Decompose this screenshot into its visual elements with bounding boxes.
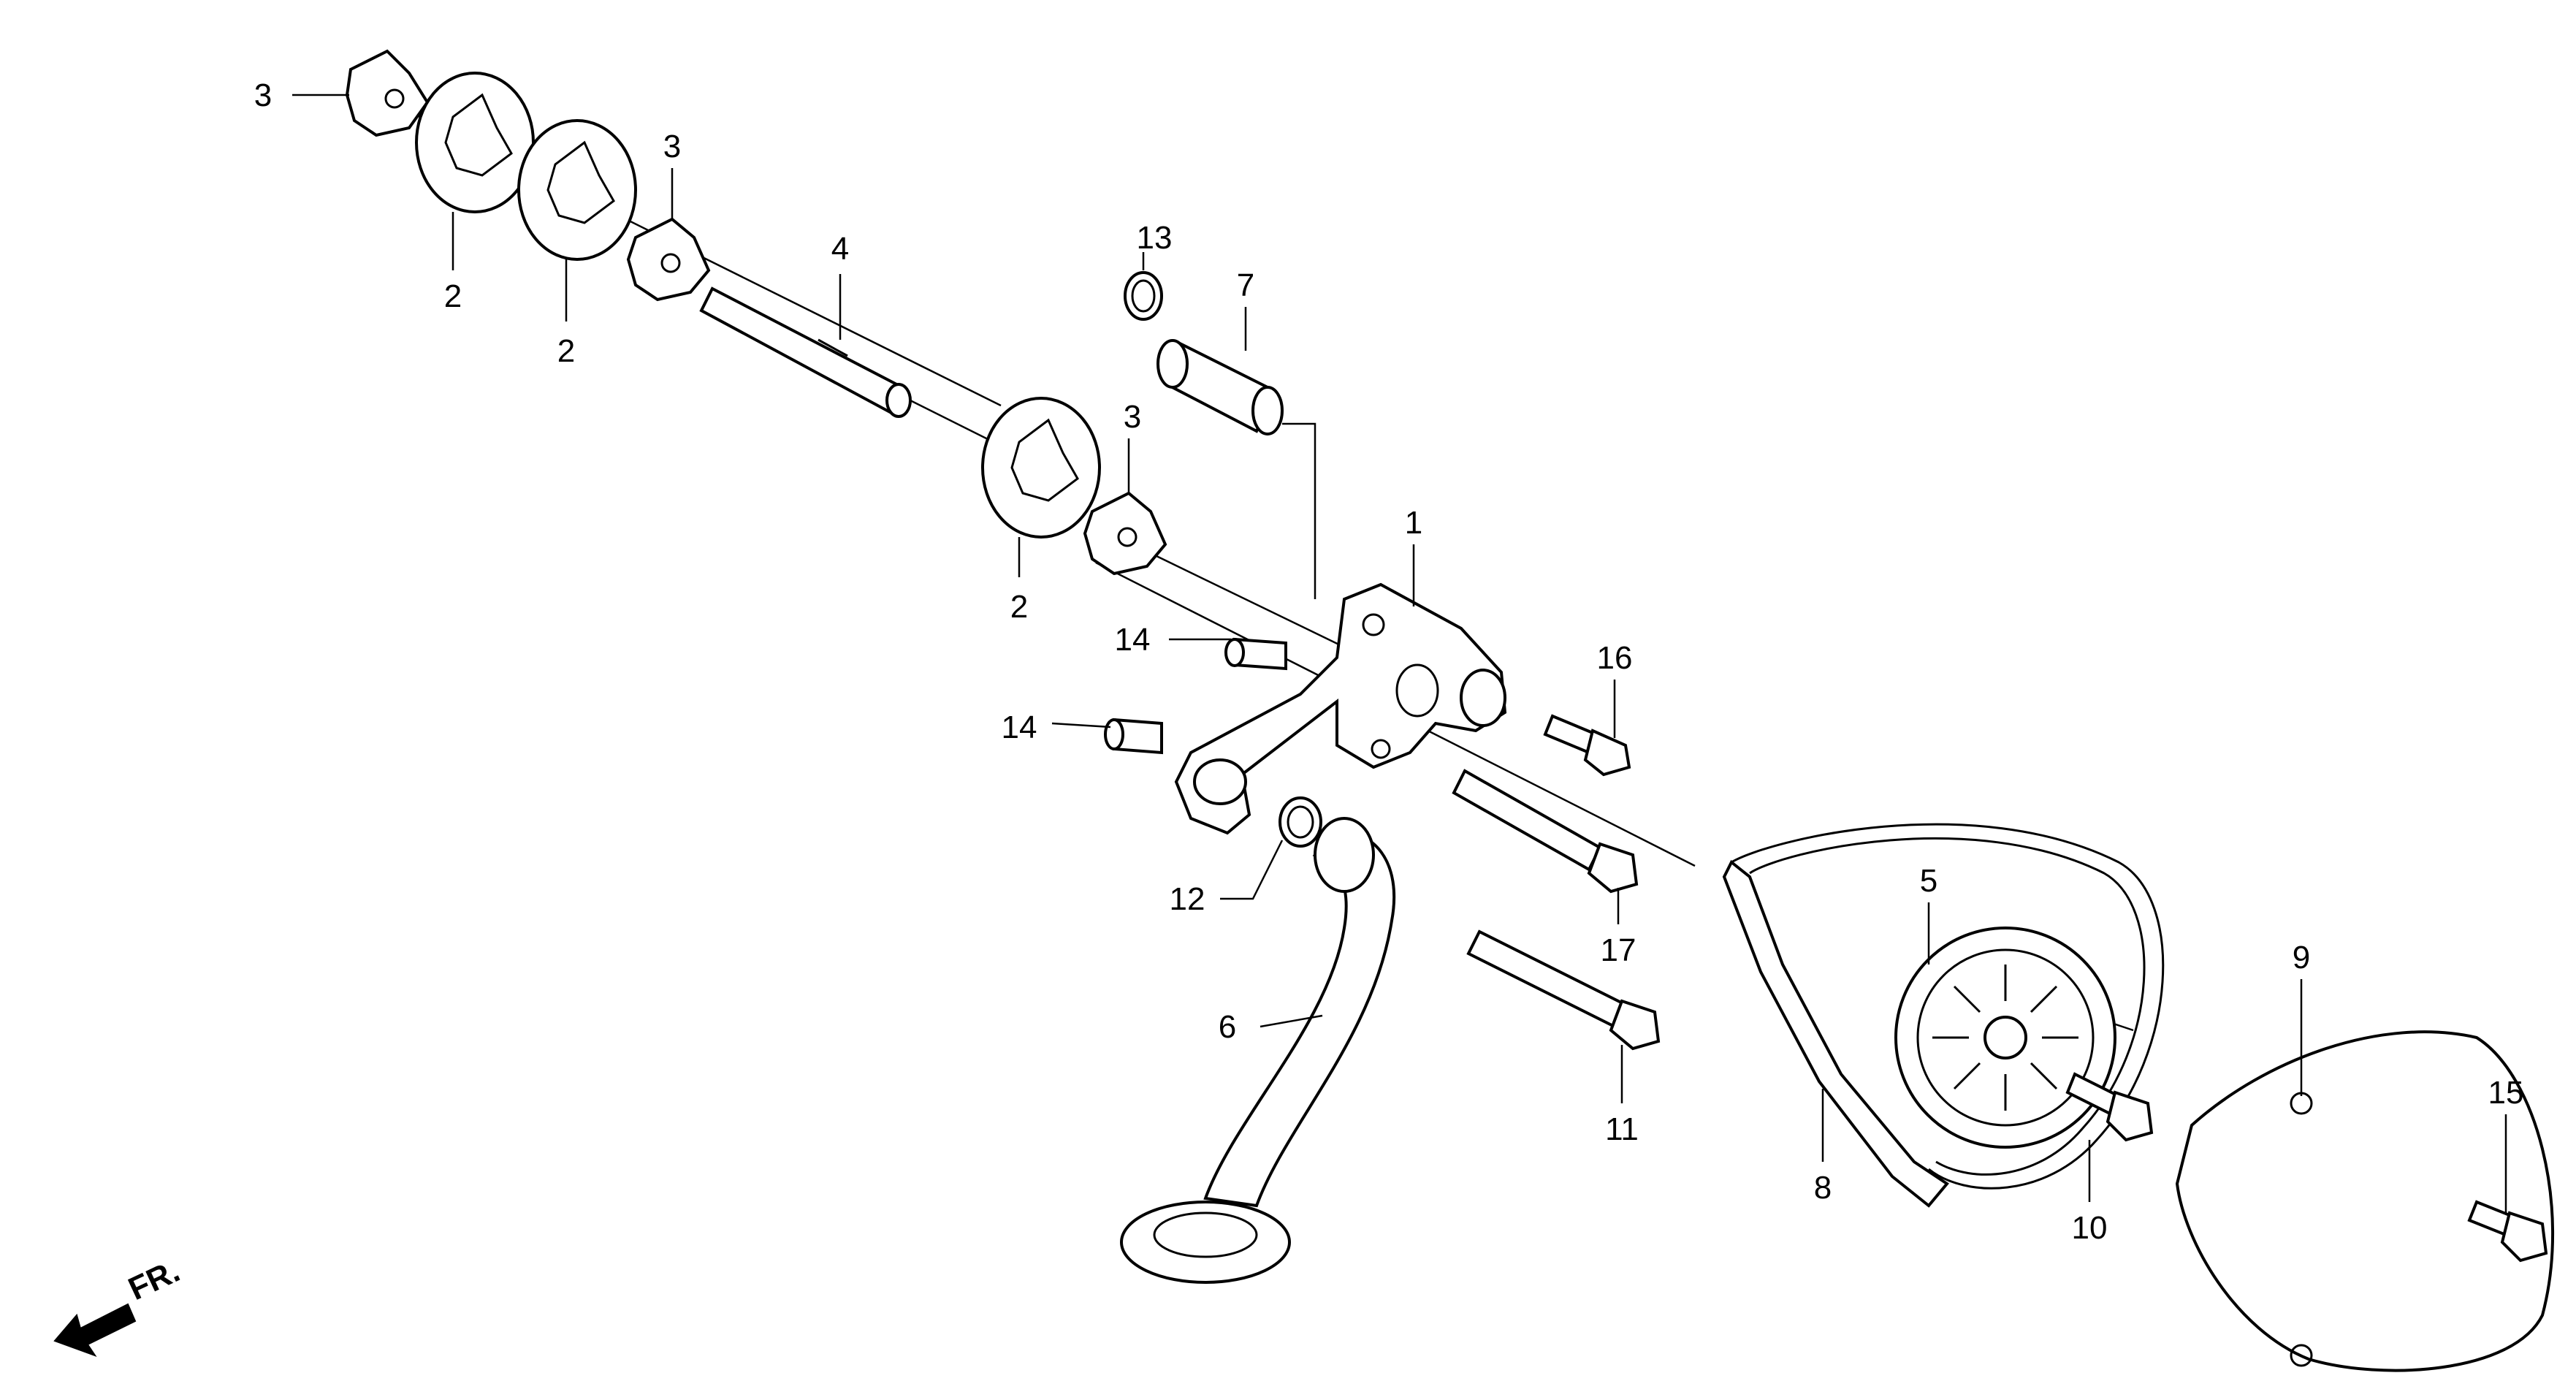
callout-1: 1 (1405, 505, 1422, 541)
callout-5: 5 (1920, 863, 1937, 899)
drive-chain (1722, 823, 2165, 1208)
callout-3a: 3 (254, 77, 272, 113)
callout-9: 9 (2293, 940, 2310, 975)
bolt-16 (1543, 714, 1631, 777)
outer-rotor-a (415, 72, 535, 213)
bolt-17 (1452, 769, 1639, 894)
inner-rotor-top (345, 49, 430, 137)
callout-17: 17 (1601, 932, 1636, 968)
callout-2b: 2 (557, 333, 575, 369)
callout-16: 16 (1597, 640, 1633, 676)
oil-strainer-pipe (1120, 817, 1396, 1284)
dowel-pin-lower (1104, 718, 1163, 755)
callout-12: 12 (1170, 881, 1205, 917)
inner-rotor-lower (1083, 491, 1167, 576)
callout-10: 10 (2072, 1210, 2108, 1246)
callout-6: 6 (1219, 1009, 1236, 1045)
sprocket-cover (2175, 1030, 2555, 1372)
bolt-15 (2467, 1200, 2548, 1263)
outer-rotor-c (981, 397, 1101, 539)
callout-3c: 3 (1124, 399, 1141, 435)
pump-shaft (699, 286, 912, 418)
callout-8: 8 (1814, 1170, 1832, 1206)
callout-2c: 2 (1010, 589, 1028, 625)
callout-4: 4 (831, 231, 849, 267)
front-label: FR. (123, 1253, 186, 1307)
o-ring-12 (1279, 796, 1322, 848)
callout-14b: 14 (1002, 709, 1037, 745)
callout-labels: 3 2 2 3 4 13 7 3 2 1 14 14 16 12 17 6 11… (254, 77, 2524, 1246)
inner-rotor-mid (626, 217, 711, 302)
callout-13: 13 (1137, 220, 1173, 256)
callout-11: 11 (1605, 1111, 1639, 1147)
bolt-10 (2065, 1072, 2154, 1142)
callout-15: 15 (2488, 1075, 2524, 1111)
dowel-pin-upper (1224, 637, 1287, 671)
o-ring-13 (1124, 271, 1163, 321)
front-direction-indicator: FR. (53, 1253, 186, 1357)
relief-valve (1156, 339, 1284, 435)
front-arrow-icon (53, 1303, 137, 1357)
outer-rotor-b (517, 119, 637, 261)
callout-leaders (292, 94, 2507, 1213)
callout-14a: 14 (1115, 622, 1151, 658)
pump-body (1174, 582, 1507, 835)
callout-2a: 2 (444, 278, 462, 314)
callout-3b: 3 (663, 129, 681, 164)
callout-7: 7 (1237, 267, 1254, 303)
pump-sprocket (1894, 927, 2116, 1149)
bolt-11 (1466, 929, 1661, 1051)
